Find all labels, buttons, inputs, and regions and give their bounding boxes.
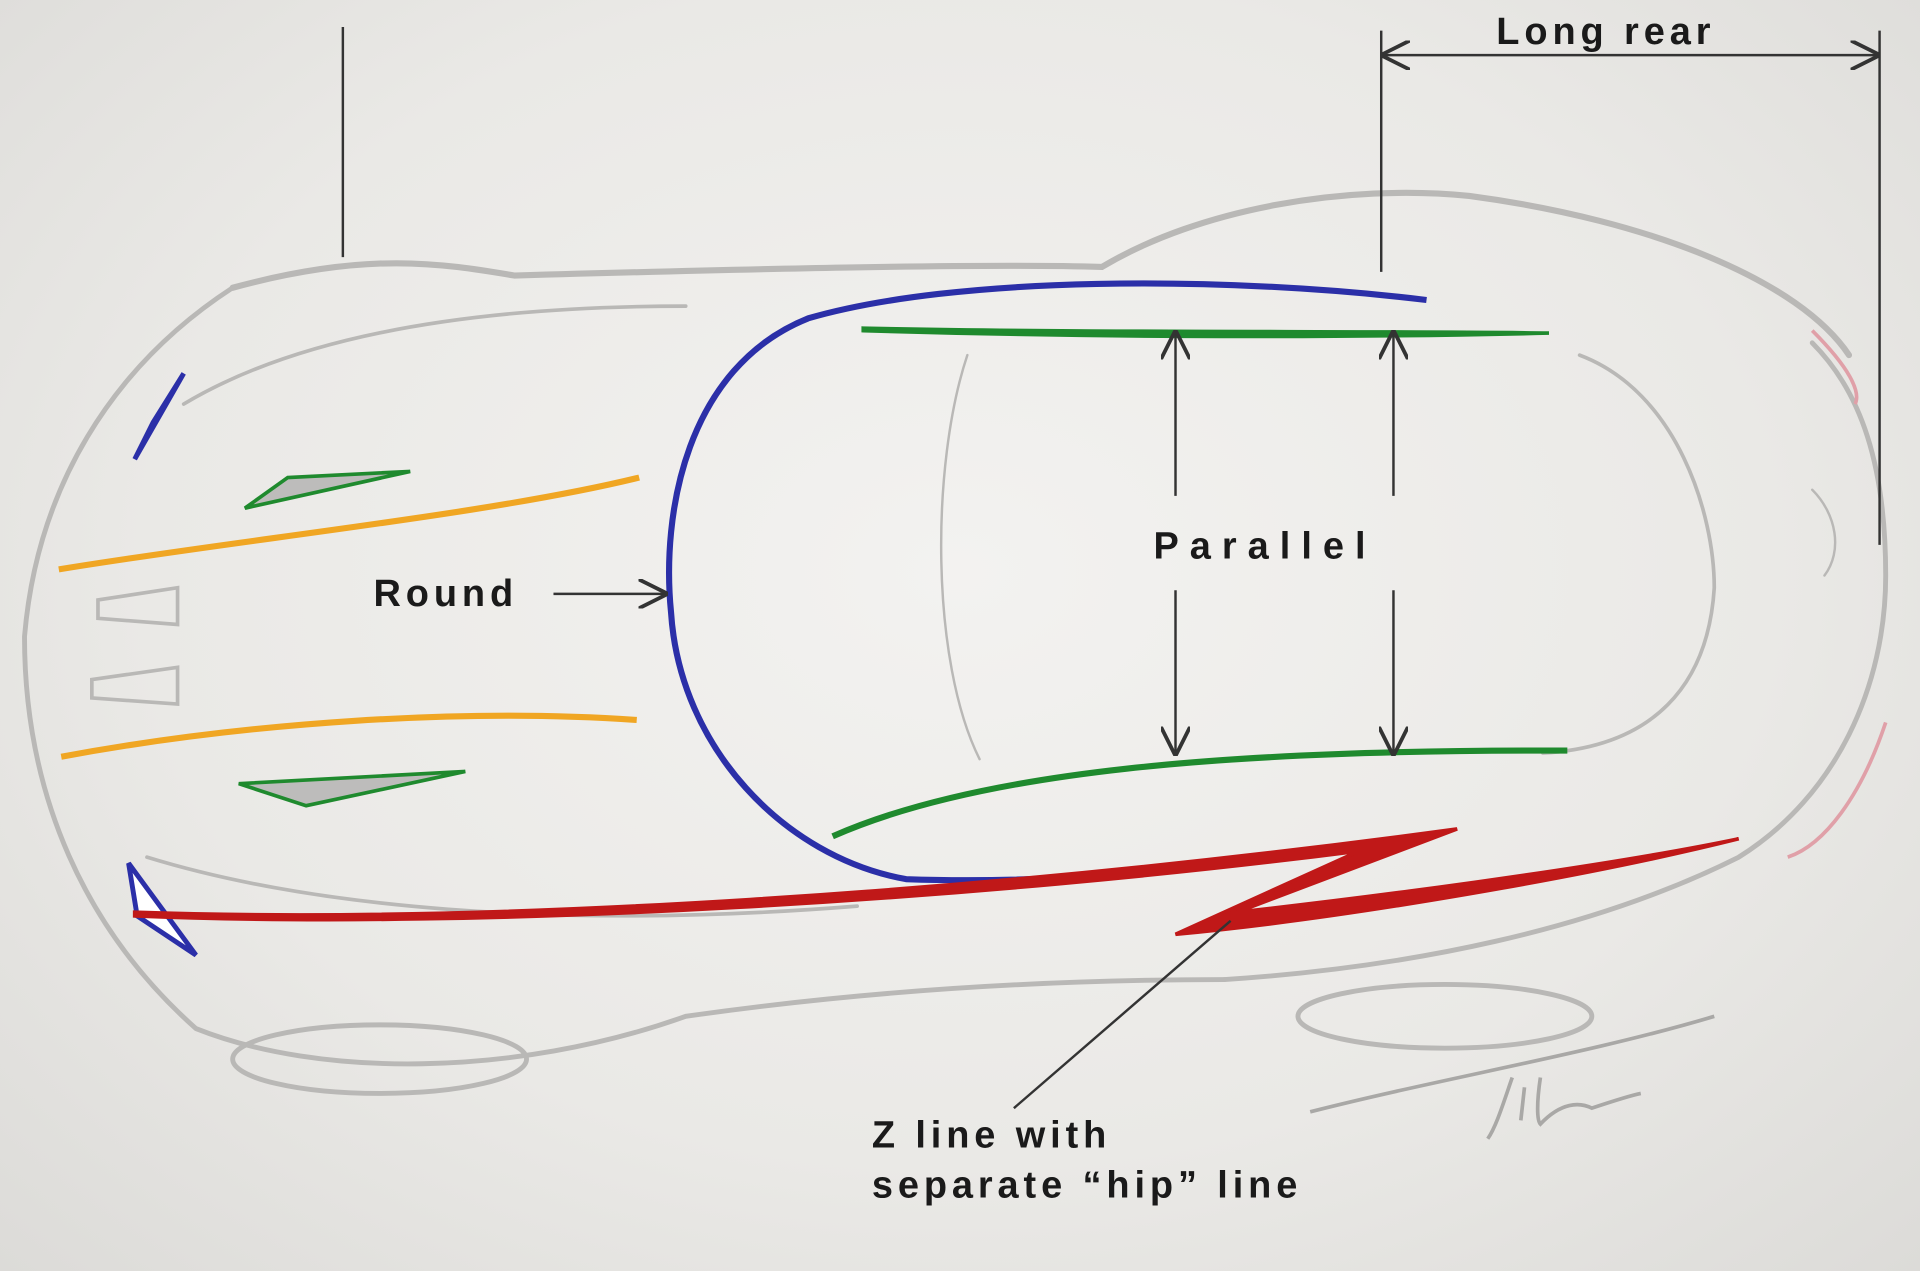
long-rear-label: Long rear [1496,11,1715,53]
car-body-sketch [22,189,1889,1096]
parallel-line-top [861,326,1550,339]
vent-top [243,469,411,510]
headlight-bottom [126,861,198,958]
round-label: Round [373,573,518,615]
headlight-top [132,372,186,461]
hood-line-top [58,474,640,573]
round-greenhouse-line [666,280,1427,884]
z-line-leader [1013,919,1232,1110]
hood-line-bottom [60,712,637,760]
z-line-label-line1: Z line with [872,1114,1111,1156]
parallel-label: Parallel [1153,525,1376,567]
z-line [132,827,1740,937]
parallel-line-bottom [831,747,1568,840]
z-line-label-line2: separate “hip” line [872,1165,1302,1207]
signature [1309,1014,1715,1140]
vent-bottom [238,769,466,808]
